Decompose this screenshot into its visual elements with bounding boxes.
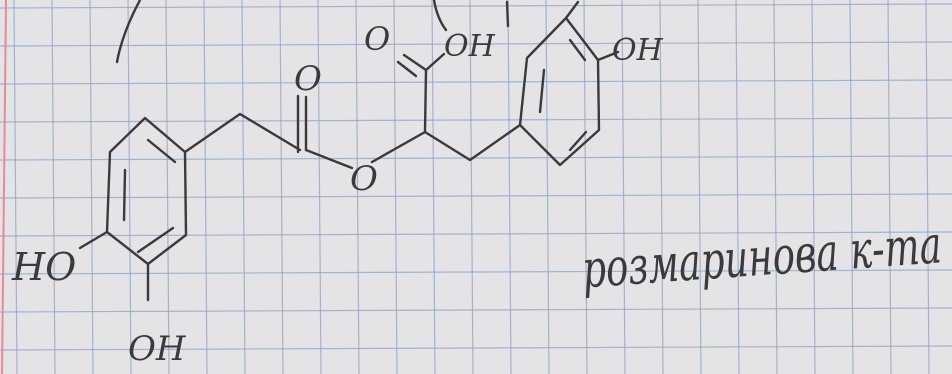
grid-line-vertical [469, 0, 474, 374]
grid-line-horizontal [0, 345, 952, 351]
grid-line-horizontal [0, 307, 952, 313]
grid-line-vertical [697, 0, 702, 374]
grid-line-vertical [355, 0, 360, 374]
grid-line-horizontal [0, 3, 952, 9]
grid-line-vertical [507, 0, 512, 374]
right-ring-hydroxyl: OH [612, 33, 664, 68]
left-ring-ho: HO [11, 245, 76, 289]
left-ring-substituents [78, 230, 150, 302]
carbonyl-oxygen-acid: O [364, 20, 390, 58]
grid-line-vertical [659, 0, 664, 374]
grid-line-horizontal [0, 79, 952, 85]
grid-line-horizontal [0, 117, 952, 123]
grid-line-horizontal [0, 269, 952, 275]
grid-line-horizontal [0, 41, 952, 47]
top-scribble-mid [432, 0, 448, 32]
grid-line-vertical [925, 0, 930, 374]
grid-line-vertical [431, 0, 436, 374]
grid-line-vertical [849, 0, 854, 374]
grid-line-vertical [735, 0, 740, 374]
right-benzene-ring [518, 0, 620, 167]
grid-line-horizontal [0, 231, 952, 237]
ester-oxygen: O [350, 159, 378, 199]
grid-line-vertical [887, 0, 892, 374]
propanoyl-chain [183, 94, 354, 170]
grid-line-vertical [773, 0, 778, 374]
ester-linkage [370, 52, 522, 164]
top-scribble-right [505, 0, 510, 28]
grid-line-vertical [279, 0, 284, 374]
left-ring-hydroxyl: OH [128, 329, 187, 369]
acid-hydroxyl: OH [444, 29, 496, 64]
carbonyl-oxygen-left: O [294, 59, 322, 99]
grid-line-vertical [393, 0, 398, 374]
grid-line-horizontal [0, 155, 952, 161]
grid-line-vertical [317, 0, 322, 374]
margin-line [1, 0, 7, 374]
grid-line-vertical [241, 0, 246, 374]
grid-line-vertical [545, 0, 550, 374]
grid-line-horizontal [0, 193, 952, 199]
grid-line-vertical [621, 0, 626, 374]
grid-line-vertical [811, 0, 816, 374]
grid-line-vertical [583, 0, 588, 374]
top-scribble-left [115, 0, 142, 64]
